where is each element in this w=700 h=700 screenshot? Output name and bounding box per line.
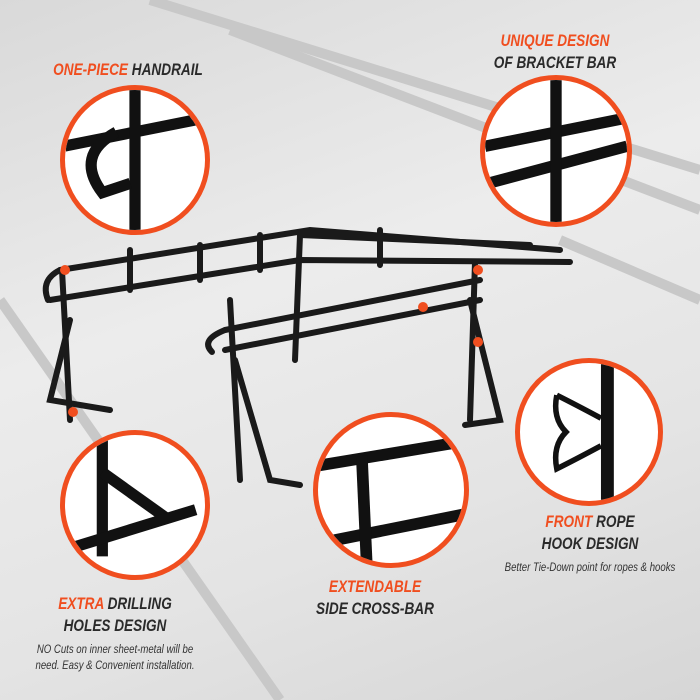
hook-marker [473,337,483,347]
handrail-highlight: ONE-PIECE [53,60,128,79]
bracket-caption: UNIQUE DESIGN OF BRACKET BAR [475,30,635,74]
handrail-detail-circle [60,85,210,235]
drilling-note-1: NO Cuts on inner sheet-metal will be [36,642,194,656]
crossbar-title: EXTENDABLE [328,577,422,596]
crossbar-marker [418,302,428,312]
bracket-subtitle: OF BRACKET BAR [493,53,617,72]
drilling-highlight: EXTRA [58,594,104,613]
handrail-text: HANDRAIL [131,60,203,79]
crossbar-detail-circle [313,412,469,568]
hook-text: ROPE [596,512,635,531]
crossbar-subtitle: SIDE CROSS-BAR [316,599,434,618]
drilling-note: NO Cuts on inner sheet-metal will be need… [19,641,211,673]
drilling-note-2: need. Easy & Convenient installation. [35,658,195,672]
handrail-marker [60,265,70,275]
crossbar-caption: EXTENDABLE SIDE CROSS-BAR [295,576,455,620]
handrail-caption: ONE-PIECE HANDRAIL [48,59,208,81]
bracket-detail-circle [480,75,632,227]
bracket-marker [473,265,483,275]
hook-note: Better Tie-Down point for ropes & hooks [504,560,676,574]
drilling-text: DRILLING [107,594,172,613]
drilling-line2: HOLES DESIGN [63,616,167,635]
drilling-detail-circle [60,430,210,580]
hook-detail-circle [515,358,663,506]
drilling-marker [68,407,78,417]
hook-highlight: FRONT [545,512,593,531]
drilling-caption: EXTRA DRILLING HOLES DESIGN [35,593,195,637]
hook-line2: HOOK DESIGN [541,534,639,553]
bracket-title: UNIQUE DESIGN [500,31,610,50]
hook-caption: FRONT ROPE HOOK DESIGN [510,511,670,555]
